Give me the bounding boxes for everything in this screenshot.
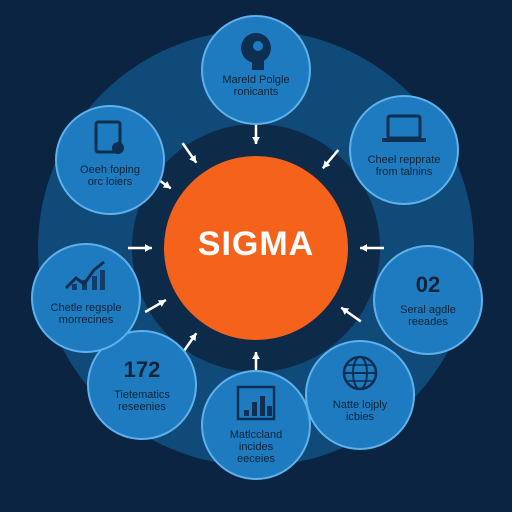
arrow [321,149,340,170]
arrow [181,142,198,164]
arrow [181,332,198,354]
node [349,95,459,205]
node [201,370,311,480]
node [305,340,415,450]
tablet-icon [94,120,124,154]
arrow [128,244,152,252]
line-chart-icon [64,260,105,290]
globe-icon [342,355,378,391]
node [31,243,141,353]
center-title: SIGMA [197,225,315,263]
arrow-group [128,120,384,376]
node [55,105,165,215]
head-gear-icon [241,33,271,70]
arrow [340,306,362,323]
node-group [31,15,483,480]
bar-chart-icon [236,385,276,421]
laptop-icon [382,114,426,142]
arrow [144,298,167,314]
node [373,245,483,355]
center-circle [164,156,348,340]
node [201,15,311,125]
node [87,330,197,440]
arrow [360,244,384,252]
